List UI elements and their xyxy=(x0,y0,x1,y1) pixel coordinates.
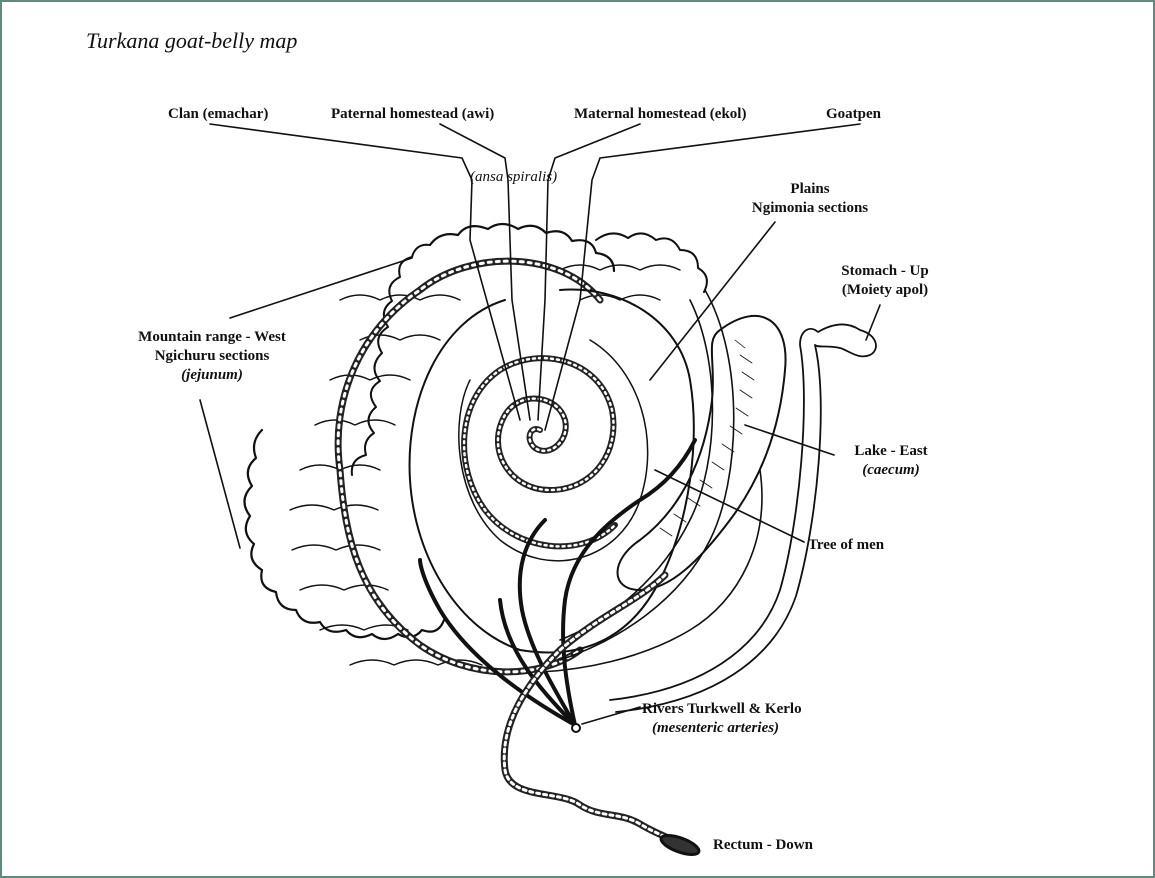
jejunum-outer-frill-2 xyxy=(352,245,430,475)
leader-lines xyxy=(200,124,880,724)
stomach-duodenum xyxy=(610,324,876,712)
rectum xyxy=(504,575,695,850)
colon-loops-right xyxy=(540,290,762,672)
caecum xyxy=(618,316,786,590)
spiral-colon-boundary xyxy=(410,290,694,653)
